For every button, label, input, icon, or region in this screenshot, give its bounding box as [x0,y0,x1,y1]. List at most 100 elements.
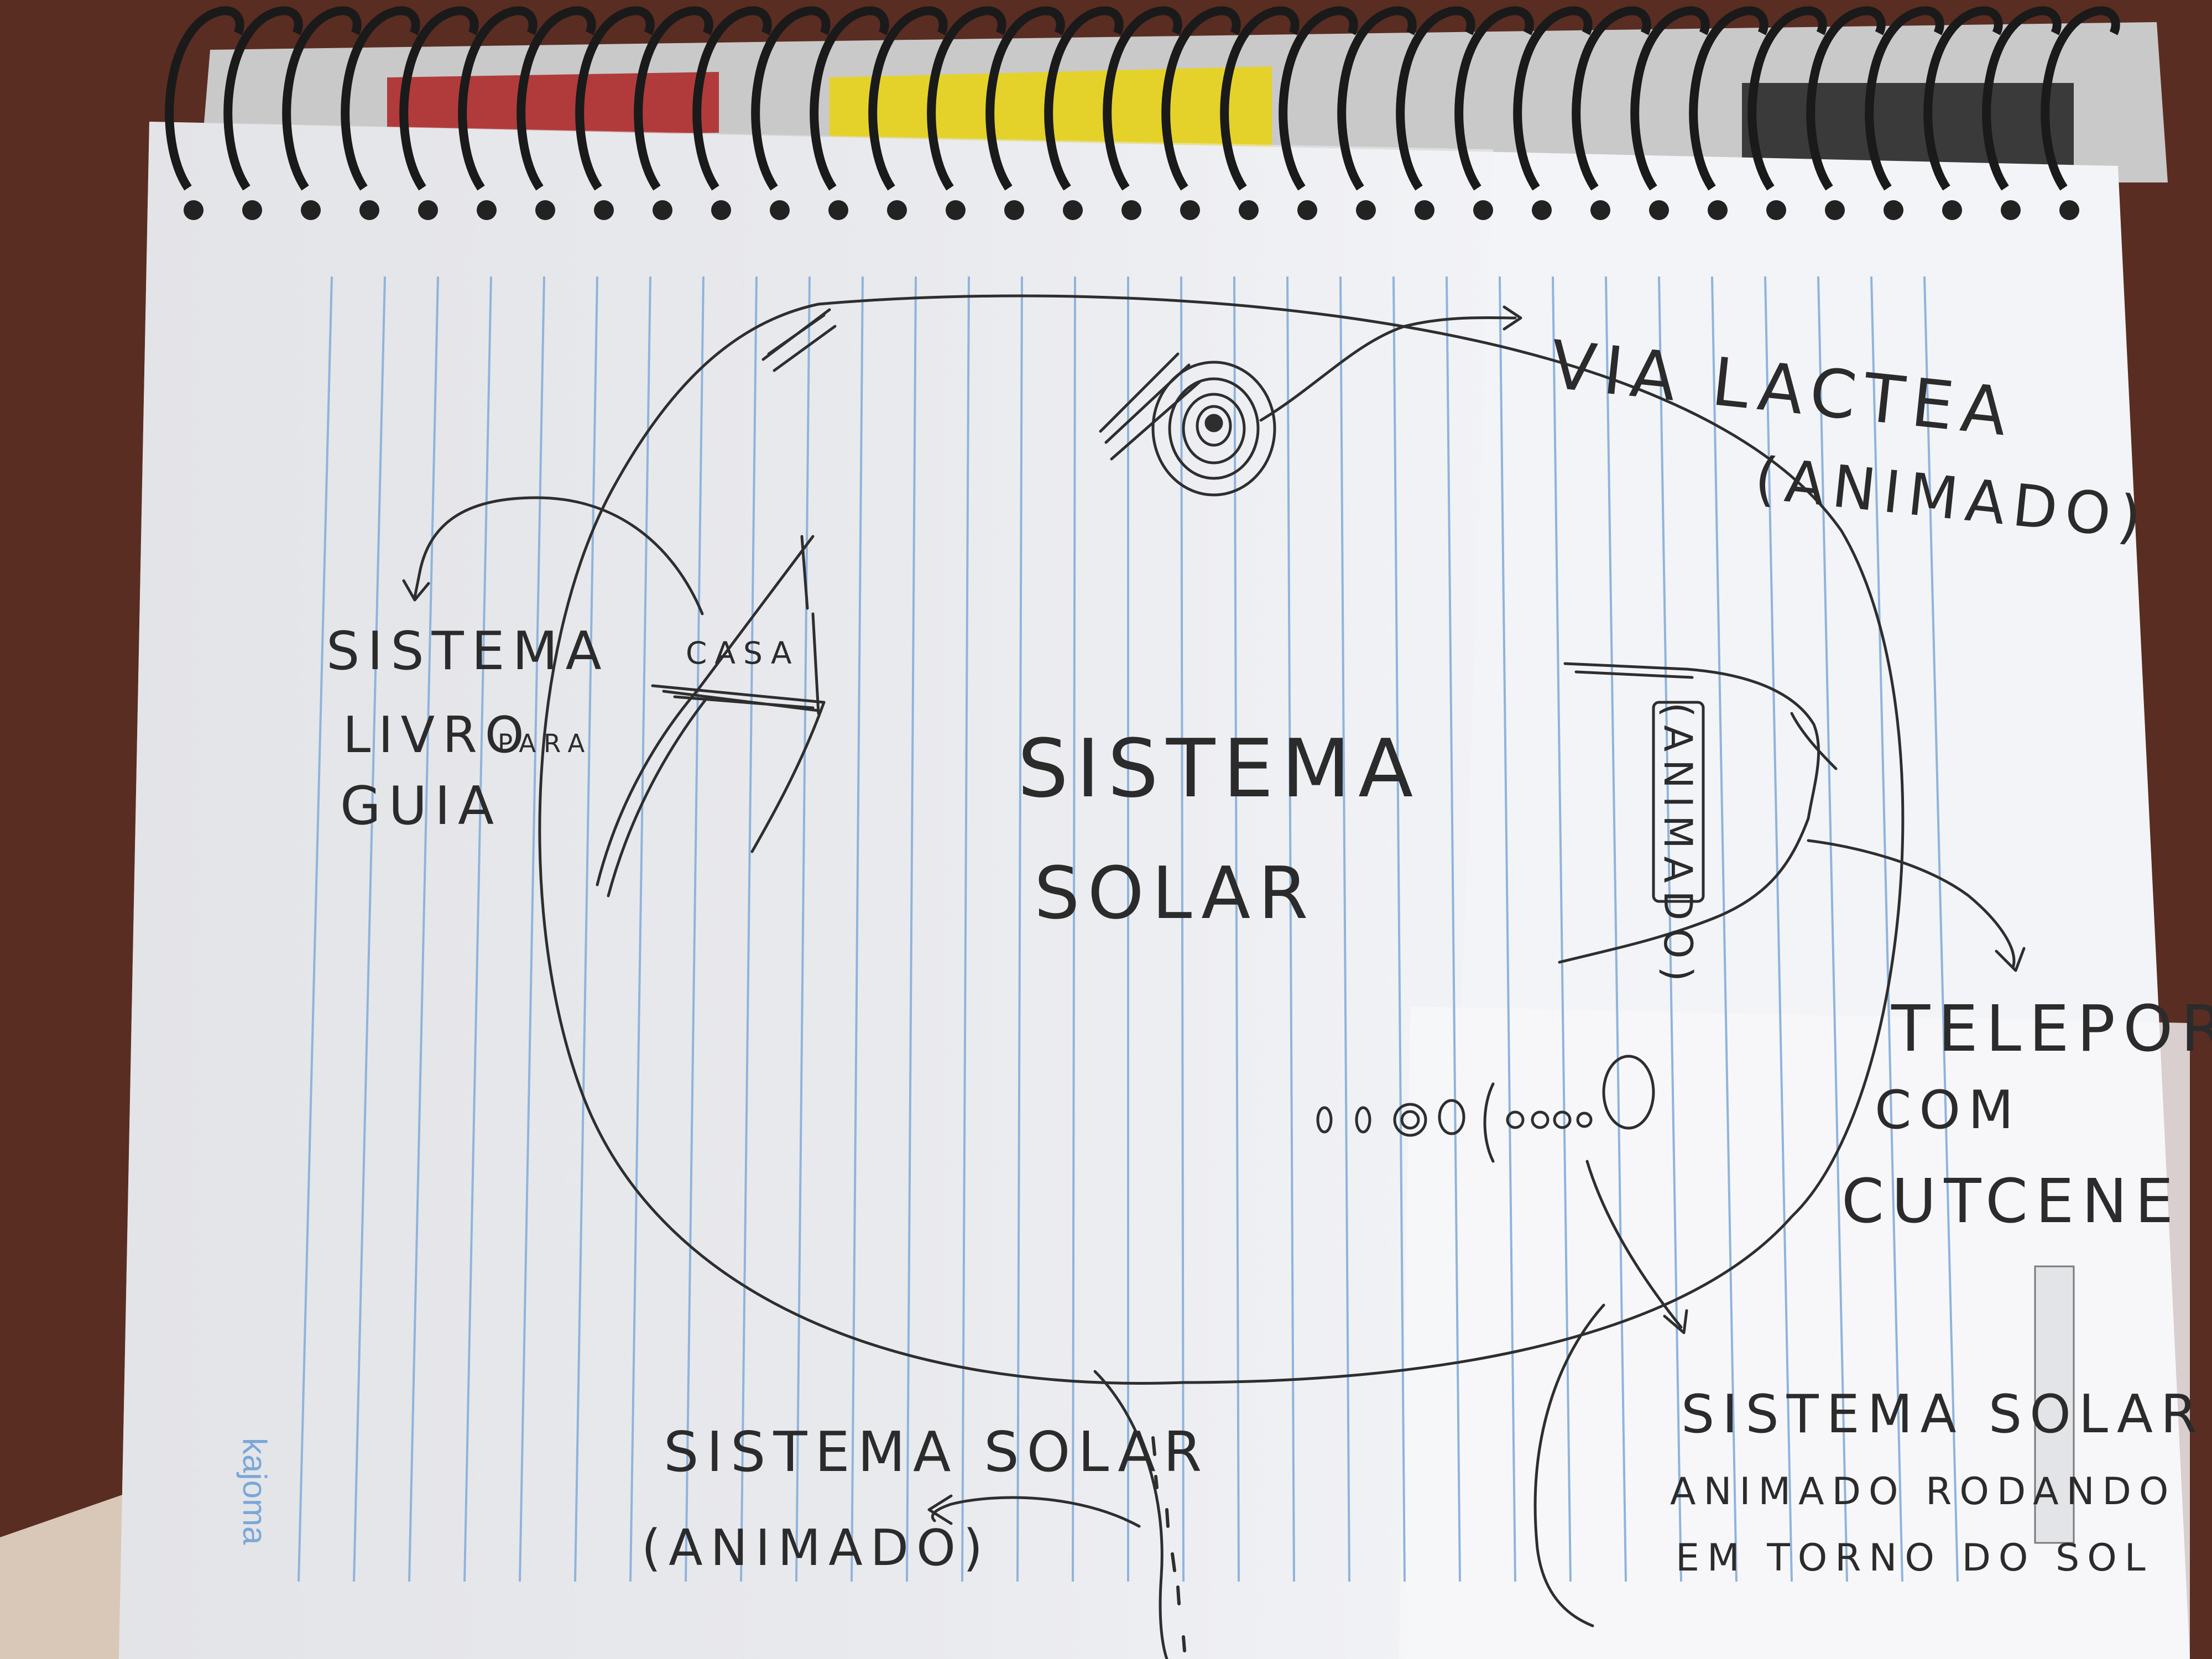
label-teleporte: TELEPORTE [1891,992,2212,1066]
spiral-ring [1454,6,1534,191]
spiral-hole [1297,200,1317,220]
spiral-hole [1649,200,1669,220]
ruled-line [353,276,386,1582]
ruled-line [1499,276,1516,1582]
spiral-hole [477,200,497,220]
arrow-bottom-left [927,1494,1141,1528]
spiral-ring [1279,6,1358,191]
spiral-ring [868,6,948,191]
spiral-hole [711,200,731,220]
dashed-marks [1151,1436,1186,1652]
ruled-line [1180,276,1185,1582]
arrow-solar-animado [1585,1160,1688,1334]
spiral-hole [1884,200,1903,220]
ruled-line [1870,276,1903,1582]
label-cutcene: CUTCENE [1841,1166,2181,1237]
spiral-ring [1161,6,1241,191]
ruled-line [851,276,864,1582]
bright-area [1399,1006,2190,1659]
ruled-line [685,276,705,1582]
spiral-ring [2041,6,2120,191]
spiral-ring [692,6,772,191]
spiral-hole [770,200,790,220]
spiral-hole [1942,200,1962,220]
spiral-ring [1630,6,1710,191]
label-center-sistema: SISTEMA [1018,722,1421,816]
arrow-via-lactea [1259,305,1522,422]
spiral-ring [1044,6,1124,191]
spiral-ring [1689,6,1768,191]
spiral-ring [927,6,1006,191]
ruled-line [1605,276,1627,1582]
ruled-line [1711,276,1738,1582]
label-bottom-right-3: EM TORNO DO SOL [1676,1536,2153,1580]
ruled-line [1764,276,1793,1582]
label-bottom-right-1: SISTEMA SOLAR [1681,1384,2205,1445]
spiral-ring [341,6,420,191]
arrow-sistema-livro [402,496,704,615]
spiral-ring [1572,6,1651,191]
label-com: COM [1875,1080,2021,1141]
ruled-line [1552,276,1572,1582]
ruled-line [408,276,439,1582]
ruler-strip [2034,1265,2075,1544]
milky-way-drawing [1099,352,1276,497]
label-sistema-livro-2: LIVRO [343,706,532,764]
ruled-line [1446,276,1461,1582]
spiral-ring [1806,6,1886,191]
ruled-line [1339,276,1350,1582]
spiral-ring [575,6,655,191]
spiral-ring [1747,6,1827,191]
spiral-ring [634,6,713,191]
spiral-hole [887,200,907,220]
ruled-line [1286,276,1295,1582]
spiral-hole [1766,200,1786,220]
ruled-line [1817,276,1848,1582]
label-bottom-left-2: (ANIMADO) [641,1519,990,1577]
spiral-hole [418,200,438,220]
spiral-hole [2059,200,2079,220]
spiral-ring [223,6,303,191]
ruled-line [519,276,545,1582]
spiral-hole [1708,200,1728,220]
spiral-ring [517,6,596,191]
ruled-line [1392,276,1406,1582]
handwritten-labels: VIA LACTEA (ANIMADO) CASA SISTEMA LIVRO … [326,327,2212,1580]
spiral-hole [1239,200,1259,220]
label-sistema-livro-para: PARA [498,729,592,758]
spiral-hole [242,200,262,220]
ruled-line [906,276,917,1582]
spiral-ring [1865,6,1944,191]
spiral-hole [1121,200,1141,220]
spiral-ring [1337,6,1417,191]
spiral-hole [1180,200,1200,220]
dark-page-edge [1742,83,2074,166]
table-corner-light [0,1493,144,1659]
spiral-hole [828,200,848,220]
spiral-ring [399,6,479,191]
ruled-line [740,276,758,1582]
label-casa: CASA [686,635,800,671]
label-sistema-livro-1: SISTEMA [326,621,609,682]
label-center-solar: SOLAR [1034,851,1316,935]
spiral-ring [985,6,1065,191]
curve-bottom-center [1093,1370,1168,1659]
spiral-hole [1825,200,1845,220]
curve-bottom-right [1533,1303,1605,1627]
spiral-hole [535,200,555,220]
spiral-hole [1415,200,1434,220]
spiral-ring [165,6,244,191]
label-bottom-right-2: ANIMADO RODANDO [1670,1470,2176,1514]
label-right-animado: (ANIMADO) [1655,702,1700,989]
spiral-hole [946,200,966,220]
ruled-line [961,276,970,1582]
spiral-ring [1982,6,2062,191]
ruled-line [463,276,492,1582]
spiral-hole [1473,200,1493,220]
spiral-hole [1590,200,1610,220]
ruled-line [1016,276,1023,1582]
ruled-line [574,276,598,1582]
ruled-line [1658,276,1682,1582]
spiral-ring [282,6,362,191]
